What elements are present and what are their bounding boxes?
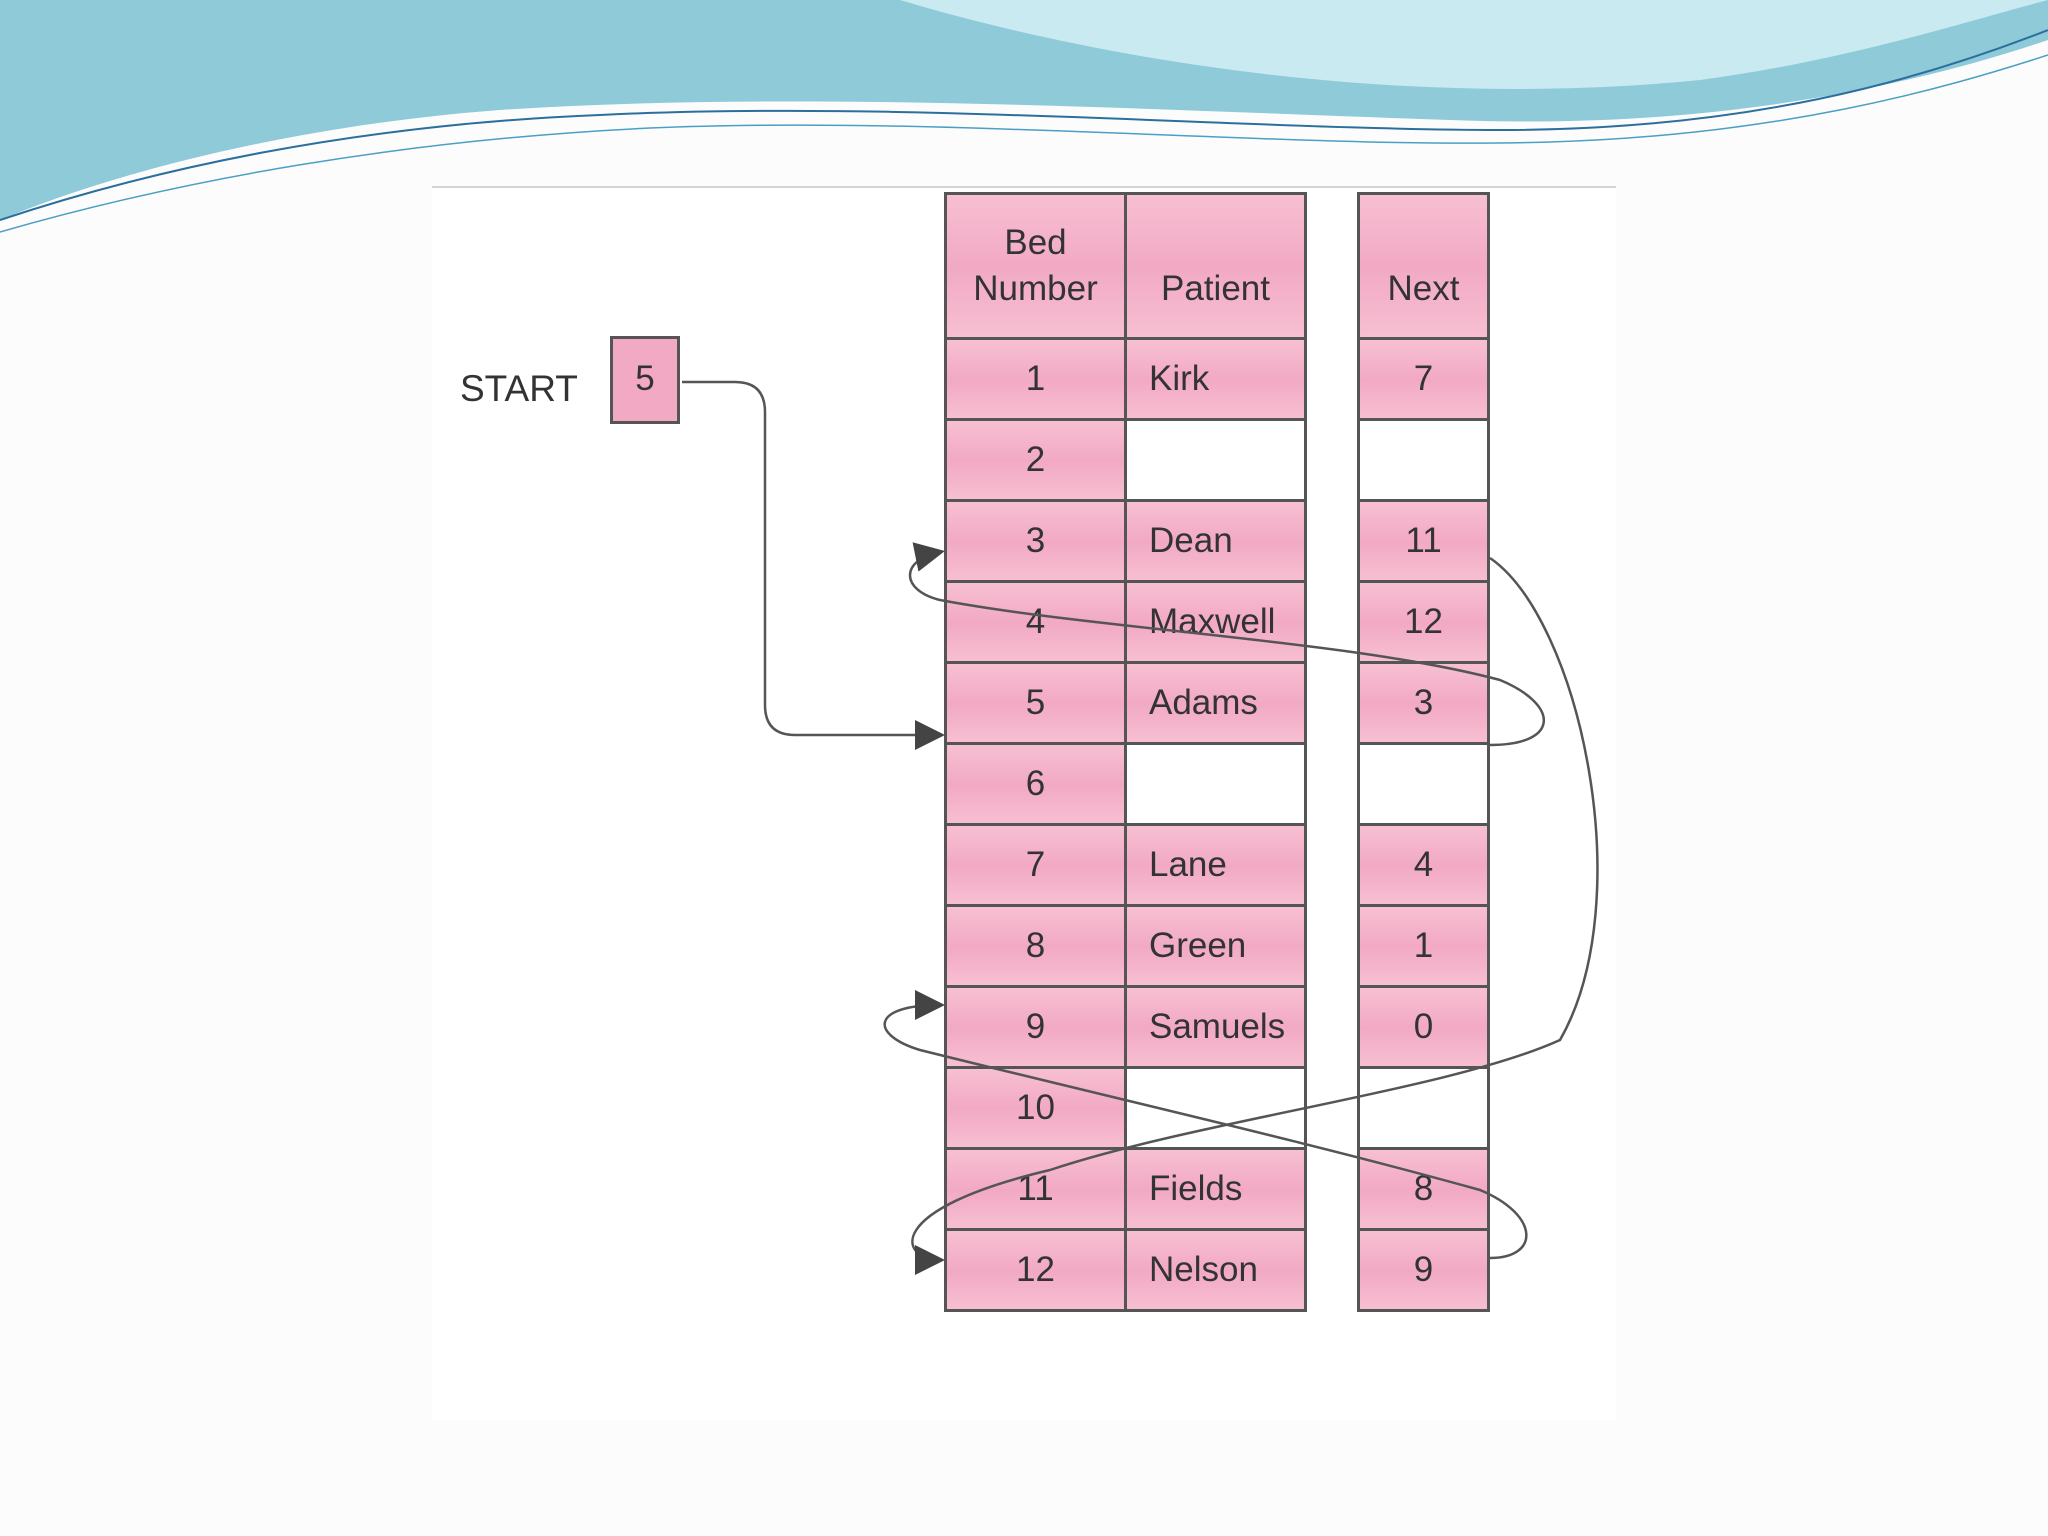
table-row: 9	[1357, 1228, 1490, 1312]
patient-cell: Adams	[1124, 661, 1307, 745]
table-row	[1357, 742, 1490, 826]
next-cell: 1	[1357, 904, 1490, 988]
next-cell	[1357, 742, 1490, 826]
next-cell	[1357, 1066, 1490, 1150]
patient-cell: Lane	[1124, 823, 1307, 907]
patient-cell: Samuels	[1124, 985, 1307, 1069]
patient-cell: Kirk	[1124, 337, 1307, 421]
patient-cell	[1124, 1066, 1307, 1150]
bed-number-cell: 2	[944, 418, 1127, 502]
next-cell	[1357, 418, 1490, 502]
bed-number-cell: 4	[944, 580, 1127, 664]
table-row: 11	[1357, 499, 1490, 583]
patient-cell: Dean	[1124, 499, 1307, 583]
bed-number-cell: 1	[944, 337, 1127, 421]
bed-number-cell: 9	[944, 985, 1127, 1069]
bed-number-cell: 11	[944, 1147, 1127, 1231]
next-cell: 4	[1357, 823, 1490, 907]
patient-cell: Fields	[1124, 1147, 1307, 1231]
patient-cell	[1124, 742, 1307, 826]
table-row	[1357, 1066, 1490, 1150]
bed-number-cell: 12	[944, 1228, 1127, 1312]
table-row: 12	[1357, 580, 1490, 664]
patient-cell: Green	[1124, 904, 1307, 988]
patient-cell: Maxwell	[1124, 580, 1307, 664]
table-row: 10	[944, 1066, 1307, 1150]
next-cell: 11	[1357, 499, 1490, 583]
bed-number-cell: 6	[944, 742, 1127, 826]
bed-number-cell: 5	[944, 661, 1127, 745]
patient-cell	[1124, 418, 1307, 502]
next-pointer-table: Next 7 11 12 3 4 1 0 8 9	[1357, 192, 1490, 1312]
next-cell: 3	[1357, 661, 1490, 745]
next-cell: 9	[1357, 1228, 1490, 1312]
bed-number-cell: 3	[944, 499, 1127, 583]
patient-cell: Nelson	[1124, 1228, 1307, 1312]
wave-header-decoration	[0, 0, 2048, 233]
table-row: 4	[1357, 823, 1490, 907]
next-header: Next	[1357, 192, 1490, 340]
next-cell: 7	[1357, 337, 1490, 421]
next-cell: 8	[1357, 1147, 1490, 1231]
next-cell: 0	[1357, 985, 1490, 1069]
start-pointer-box: 5	[610, 336, 680, 424]
table-row: 8	[1357, 1147, 1490, 1231]
bed-number-cell: 7	[944, 823, 1127, 907]
table-row	[1357, 418, 1490, 502]
bed-number-cell: 10	[944, 1066, 1127, 1150]
table-row: 0	[1357, 985, 1490, 1069]
start-label: START	[460, 368, 578, 409]
table-row: 1	[1357, 904, 1490, 988]
table-row: 3	[1357, 661, 1490, 745]
patient-header: Patient	[1124, 192, 1307, 340]
next-cell: 12	[1357, 580, 1490, 664]
table-row: 7	[1357, 337, 1490, 421]
table-row: 2	[944, 418, 1307, 502]
bed-number-cell: 8	[944, 904, 1127, 988]
table-row: 6	[944, 742, 1307, 826]
